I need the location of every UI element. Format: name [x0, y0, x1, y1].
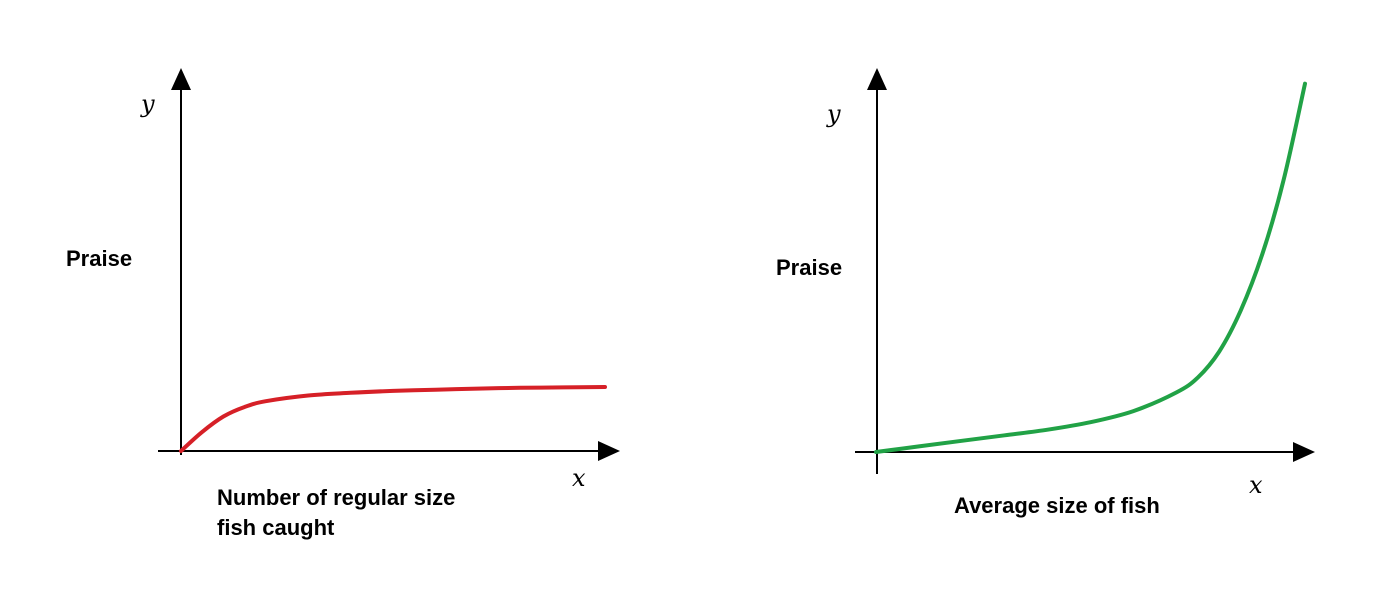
y-axis-letter: y [826, 100, 841, 128]
series-line [874, 81, 1307, 454]
x-axis-label-line-1: Average size of fish [954, 493, 1160, 518]
chart-left: y x Praise Number of regular size fish c… [66, 68, 620, 540]
x-axis-arrowhead [1293, 442, 1315, 462]
chart-right: y x Praise Average size of fish [776, 68, 1315, 518]
y-axis-arrowhead [171, 68, 191, 90]
x-axis-label-line-1: Number of regular size [217, 485, 455, 510]
x-axis-arrowhead [598, 441, 620, 461]
y-axis-label: Praise [776, 255, 842, 280]
x-axis-label-line-2: fish caught [217, 515, 335, 540]
x-axis-letter: x [572, 464, 586, 492]
y-axis-arrowhead [867, 68, 887, 90]
y-axis-letter: y [140, 90, 155, 118]
series-line [179, 385, 607, 453]
x-axis-letter: x [1249, 471, 1263, 499]
y-axis-label: Praise [66, 246, 132, 271]
